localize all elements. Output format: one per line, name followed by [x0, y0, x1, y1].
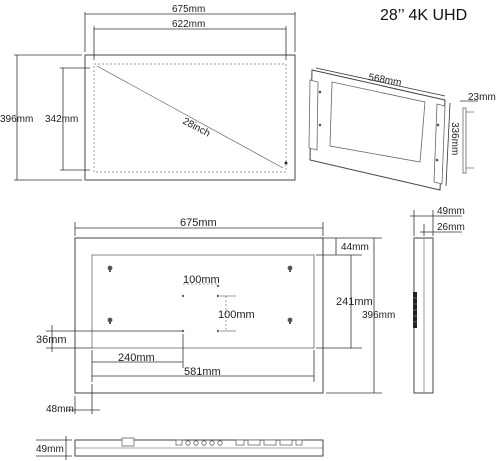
front-view: 28inch 675mm 622mm 396mm 342mm: [0, 4, 296, 181]
bottom-depth-label: 49mm: [36, 444, 64, 455]
rear-top-margin-label: 44mm: [341, 242, 369, 253]
side-depth-body-label: 26mm: [437, 222, 465, 233]
rear-vesa-v-label: 100mm: [218, 309, 255, 321]
bracket-cutout: [329, 81, 426, 163]
side-view: 49mm 26mm: [410, 206, 465, 394]
front-height-outer-label: 396mm: [0, 114, 33, 125]
bracket-view: 568mm 336mm 23mm: [308, 67, 496, 191]
side-depth-total-label: 49mm: [437, 206, 465, 217]
rear-vesa-h-label: 100mm: [183, 274, 220, 286]
bracket-depth-label: 23mm: [468, 92, 496, 103]
front-height-screen-label: 342mm: [45, 114, 78, 125]
front-width-outer-label: 675mm: [172, 4, 205, 15]
rear-panel-width-label: 581mm: [184, 366, 221, 378]
bottom-view: 49mm: [36, 436, 324, 460]
rear-height-outer-label: 396mm: [362, 310, 395, 321]
front-diagonal-line: [96, 65, 284, 169]
rear-width-outer-label: 675mm: [180, 217, 217, 229]
rear-panel: [91, 254, 315, 349]
rear-panel-height-label: 241mm: [336, 296, 373, 308]
rear-bottom-offset-label: 36mm: [36, 334, 67, 346]
front-screen-area: [93, 63, 287, 173]
drawing-title: 28’’ 4K UHD: [380, 7, 467, 24]
front-outer-frame: [84, 54, 296, 181]
front-power-led-icon: [284, 161, 288, 165]
rear-hole-offset-label: 240mm: [118, 352, 155, 364]
bracket-height-label: 336mm: [449, 122, 460, 155]
rear-side-margin-label: 48mm: [46, 404, 74, 415]
front-width-screen-label: 622mm: [172, 19, 205, 30]
rear-view: 100mm 100mm 675mm 44mm 241mm 396mm 36mm: [36, 217, 395, 415]
